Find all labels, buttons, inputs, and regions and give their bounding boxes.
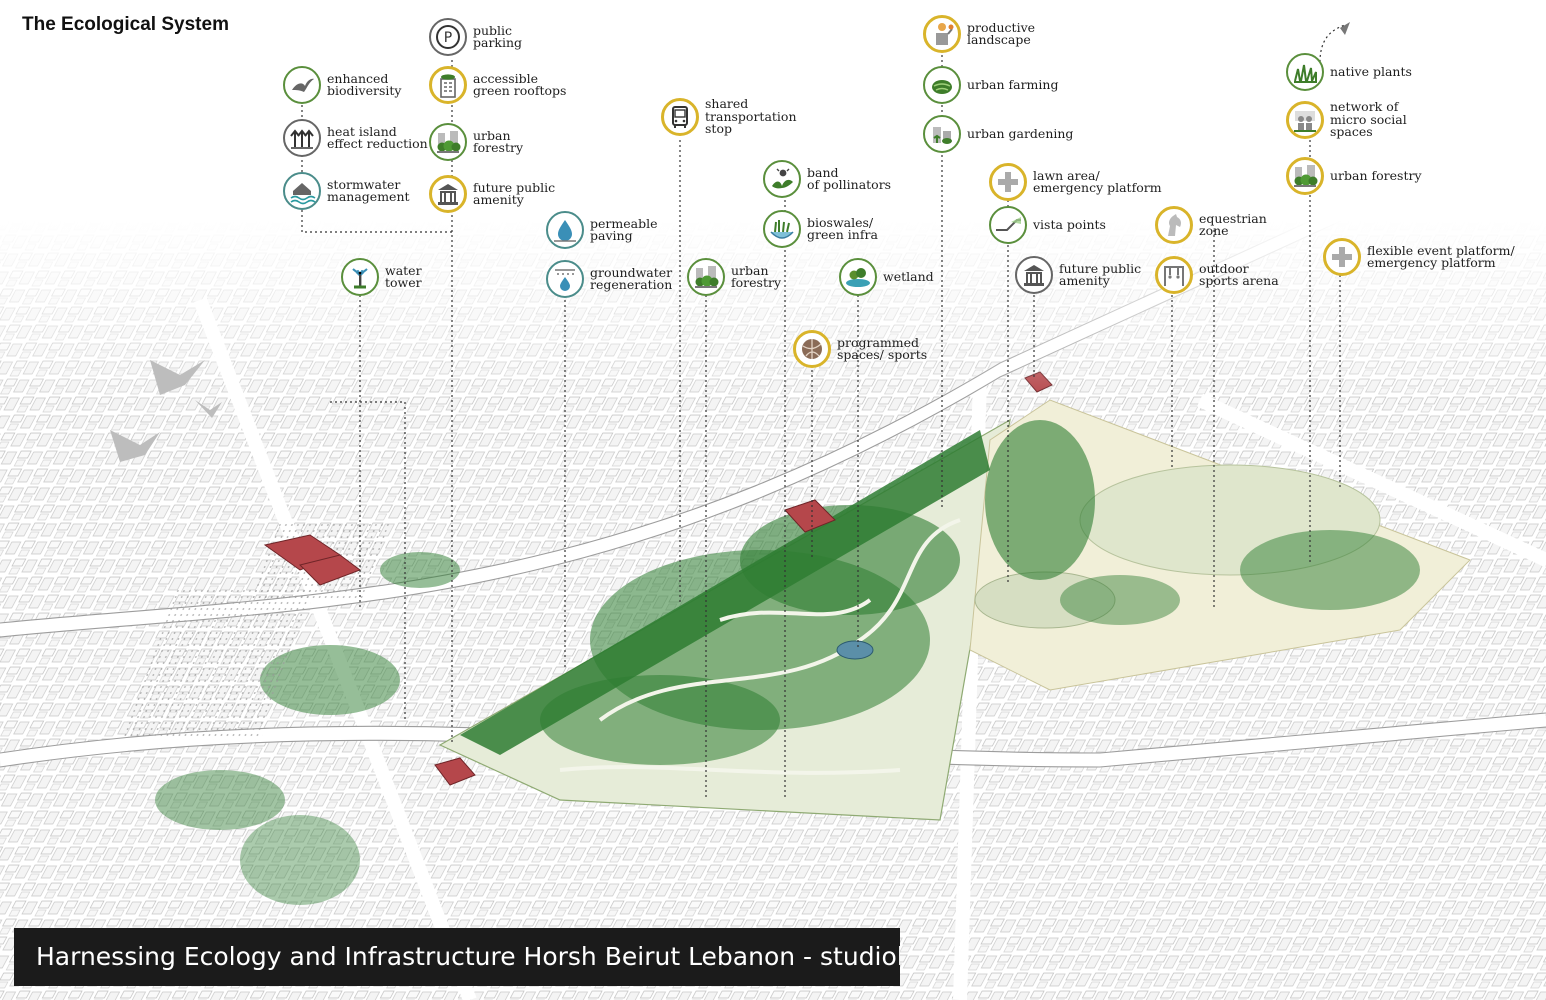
callout-heat-island: heat island effect reduction xyxy=(283,119,428,157)
callout-label: groundwater regeneration xyxy=(590,264,673,292)
heat-arrows-icon xyxy=(283,119,321,157)
people-icon xyxy=(1286,101,1324,139)
callout-label: future public amenity xyxy=(473,179,556,207)
callout-label: water tower xyxy=(385,262,422,290)
callout-equestrian: equestrian zone xyxy=(1155,206,1267,244)
callout-label: outdoor sports arena xyxy=(1199,260,1279,288)
medical-cross-icon xyxy=(1323,238,1361,276)
callout-label: urban gardening xyxy=(967,125,1074,141)
callout-label: productive landscape xyxy=(967,19,1036,47)
callout-label: heat island effect reduction xyxy=(327,123,428,151)
house-water-icon xyxy=(283,172,321,210)
callout-urban-farming: urban farming xyxy=(923,66,1058,104)
callout-programmed-spaces: programmed spaces/ sports xyxy=(793,330,927,368)
callout-future-amenity-1: future public amenity xyxy=(429,175,555,213)
callout-groundwater: groundwater regeneration xyxy=(546,260,672,298)
callout-label: band of pollinators xyxy=(807,164,892,192)
callout-social-spaces: network of micro social spaces xyxy=(1286,101,1407,139)
callout-enhanced-biodiversity: enhanced biodiversity xyxy=(283,66,401,104)
bee-flower-icon xyxy=(763,160,801,198)
page-title: The Ecological System xyxy=(22,14,229,35)
rain-drop-icon xyxy=(546,260,584,298)
callout-lawn-area: lawn area/ emergency platform xyxy=(989,163,1162,201)
droplet-icon xyxy=(546,211,584,249)
forest-icon xyxy=(429,123,467,161)
bioswale-icon xyxy=(763,210,801,248)
callout-wetland: wetland xyxy=(839,258,934,296)
bus-icon xyxy=(661,98,699,136)
callout-water-tower: water tower xyxy=(341,258,422,296)
callout-label: future public amenity xyxy=(1059,260,1142,288)
callout-urban-gardening: urban gardening xyxy=(923,115,1073,153)
callout-label: urban farming xyxy=(967,76,1059,92)
sports-ball-icon xyxy=(793,330,831,368)
grass-icon xyxy=(1286,53,1324,91)
callout-stormwater: stormwater management xyxy=(283,172,410,210)
callout-event-platform: flexible event platform/ emergency platf… xyxy=(1323,238,1515,276)
callout-label: stormwater management xyxy=(327,176,410,204)
leader-lines xyxy=(301,24,1346,800)
forest-icon xyxy=(687,258,725,296)
callout-label: urban forestry xyxy=(1330,167,1422,183)
horse-icon xyxy=(1155,206,1193,244)
callout-label: equestrian zone xyxy=(1199,210,1267,238)
bird-silhouettes xyxy=(110,22,1350,462)
callout-label: native plants xyxy=(1330,63,1412,79)
vista-icon xyxy=(989,206,1027,244)
vegetable-icon xyxy=(923,66,961,104)
farmer-icon xyxy=(923,15,961,53)
callout-label: permeable paving xyxy=(590,215,658,243)
callout-label: network of micro social spaces xyxy=(1330,99,1407,140)
callout-label: flexible event platform/ emergency platf… xyxy=(1367,242,1515,270)
callout-bioswales: bioswales/ green infra xyxy=(763,210,878,248)
callout-urban-forestry-2: urban forestry xyxy=(687,258,781,296)
callout-label: public parking xyxy=(473,22,523,50)
forest-icon xyxy=(1286,157,1324,195)
garden-icon xyxy=(923,115,961,153)
callout-urban-forestry-1: urban forestry xyxy=(429,123,523,161)
callout-label: bioswales/ green infra xyxy=(807,214,878,242)
gym-bars-icon xyxy=(1155,256,1193,294)
wetland-icon xyxy=(839,258,877,296)
callout-productive-landscape: productive landscape xyxy=(923,15,1035,53)
callout-label: accessible green rooftops xyxy=(473,70,567,98)
callout-label: shared transportation stop xyxy=(705,96,797,137)
parking-icon: P xyxy=(429,18,467,56)
callout-label: lawn area/ emergency platform xyxy=(1033,167,1162,195)
callout-label: programmed spaces/ sports xyxy=(837,334,928,362)
callout-green-rooftops: accessible green rooftops xyxy=(429,66,566,104)
callout-pollinators: band of pollinators xyxy=(763,160,891,198)
callout-native-plants: native plants xyxy=(1286,53,1412,91)
callout-permeable-paving: permeable paving xyxy=(546,211,657,249)
rooftop-building-icon xyxy=(429,66,467,104)
callout-urban-forestry-3: urban forestry xyxy=(1286,157,1422,195)
callout-vista-points: vista points xyxy=(989,206,1106,244)
callout-future-amenity-2: future public amenity xyxy=(1015,256,1141,294)
caption-bar: Harnessing Ecology and Infrastructure Ho… xyxy=(14,928,900,986)
callout-label: vista points xyxy=(1033,216,1106,232)
callout-label: urban forestry xyxy=(731,262,781,290)
callout-label: enhanced biodiversity xyxy=(327,70,402,98)
callout-transport-stop: shared transportation stop xyxy=(661,98,797,136)
institution-icon xyxy=(1015,256,1053,294)
svg-text:P: P xyxy=(444,30,452,46)
callout-label: urban forestry xyxy=(473,127,523,155)
institution-icon xyxy=(429,175,467,213)
callout-label: wetland xyxy=(883,268,934,284)
bird-icon xyxy=(283,66,321,104)
water-tower-icon xyxy=(341,258,379,296)
callout-outdoor-sports: outdoor sports arena xyxy=(1155,256,1279,294)
medical-cross-icon xyxy=(989,163,1027,201)
